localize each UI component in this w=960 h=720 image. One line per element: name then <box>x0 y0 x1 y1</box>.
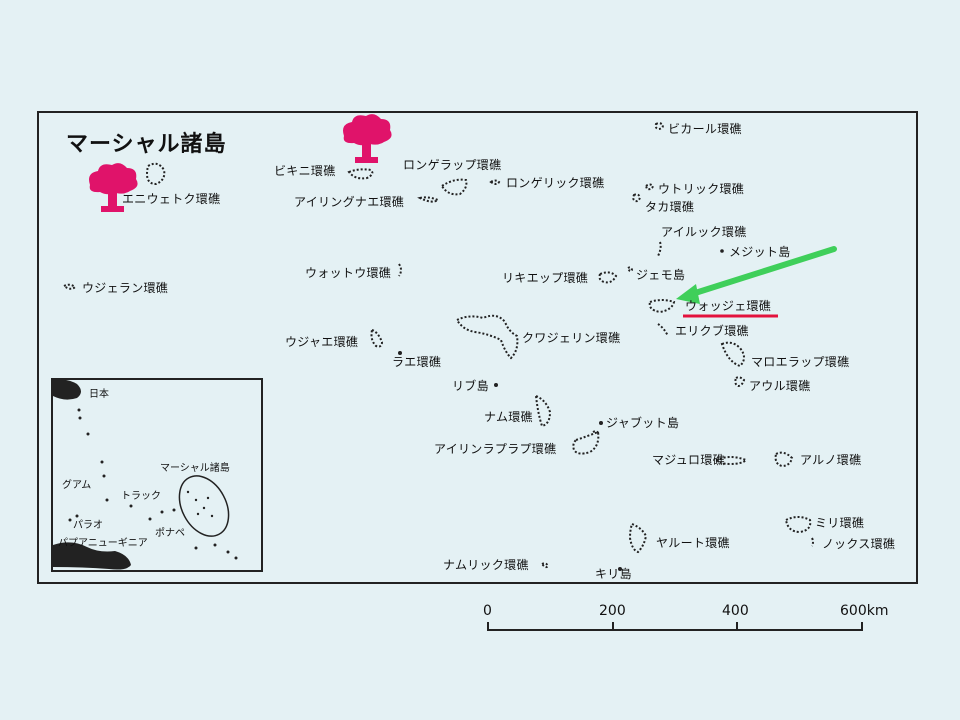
label-kili: キリ島 <box>595 567 632 581</box>
ujelang-outline <box>62 283 77 290</box>
knox-outline <box>811 537 814 547</box>
atoll-outlines <box>62 122 814 569</box>
label-kwajalein: クワジェリン環礁 <box>522 331 621 345</box>
mushroom-cloud-icon <box>343 114 392 163</box>
label-lae: ラエ環礁 <box>392 355 442 369</box>
label-maloelap: マロエラップ環礁 <box>751 355 850 369</box>
inset-land <box>53 379 238 570</box>
label-arno: アルノ環礁 <box>800 453 862 467</box>
scale-label-400: 400 <box>722 603 749 619</box>
arno-outline <box>774 451 794 468</box>
label-ailuk: アイルック環礁 <box>661 225 747 239</box>
enewetak-outline <box>146 162 166 186</box>
label-mejit: メジット島 <box>729 245 791 259</box>
taka-outline <box>632 193 642 203</box>
label-wotje: ウォッジェ環礁 <box>685 299 772 313</box>
inset-label-pohnpei: ポナペ <box>155 528 185 539</box>
inset-label-palau: パラオ <box>73 520 103 531</box>
namu-outline <box>534 394 552 428</box>
jaluit-outline <box>628 522 648 554</box>
ujae-outline <box>370 328 384 348</box>
label-ujae: ウジャエ環礁 <box>285 335 359 349</box>
inset-label-marshall: マーシャル諸島 <box>160 463 230 474</box>
label-jemo: ジェモ島 <box>636 268 686 282</box>
label-wotho: ウォットウ環礁 <box>305 266 392 280</box>
scale-label-200: 200 <box>599 603 626 619</box>
marshall-inset-ellipse <box>178 475 230 537</box>
wotho-outline <box>398 263 402 277</box>
majuro-outline <box>714 456 748 466</box>
label-majuro: マジュロ環礁 <box>652 453 725 467</box>
jemo-outline <box>626 266 634 273</box>
aur-outline <box>734 376 746 388</box>
inset-label-png: パプアニューギニア <box>58 538 148 549</box>
erikub-outline <box>657 323 669 337</box>
label-mili: ミリ環礁 <box>815 516 865 530</box>
inset-map <box>51 378 263 572</box>
label-lib: リブ島 <box>452 379 489 393</box>
ailuk-outline <box>657 241 662 257</box>
inset-label-truk: トラック <box>121 491 161 502</box>
label-taka: タカ環礁 <box>645 200 695 214</box>
utrik-outline <box>644 183 655 191</box>
label-ujelang: ウジェラン環礁 <box>82 281 169 295</box>
scale-bar <box>487 622 863 631</box>
maloelap-outline <box>720 341 745 368</box>
label-rongelap: ロンゲラップ環礁 <box>403 158 502 172</box>
mili-outline <box>784 516 812 534</box>
label-jaluit: ヤルート環礁 <box>656 536 730 550</box>
scale-label-600km: 600km <box>840 603 889 619</box>
likiep-outline <box>598 271 618 284</box>
inset-label-guam: グアム <box>62 480 92 491</box>
island-dots <box>398 249 724 571</box>
label-likiep: リキエップ環礁 <box>502 271 589 285</box>
map-title: マーシャル諸島 <box>66 132 227 157</box>
label-namu: ナム環礁 <box>484 410 533 424</box>
wotje-outline <box>648 299 676 314</box>
label-bikar: ビカール環礁 <box>668 122 742 136</box>
ailinglaplap-outline <box>572 430 600 455</box>
ailinginae-outline <box>417 196 441 203</box>
label-knox: ノックス環礁 <box>822 537 896 551</box>
label-ailinglaplap: アイリンラプラプ環礁 <box>434 442 557 456</box>
label-jabwot: ジャブット島 <box>606 416 680 430</box>
rongerik-outline <box>489 179 501 185</box>
rongelap-outline <box>440 178 468 196</box>
scale-label-0: 0 <box>483 603 492 619</box>
label-erikub: エリクブ環礁 <box>675 324 749 338</box>
label-utrik: ウトリック環礁 <box>658 182 745 196</box>
label-rongerik: ロンゲリック環礁 <box>506 176 605 190</box>
green-arrow-icon <box>676 246 837 304</box>
jabwot-outline <box>592 430 600 435</box>
inset-label-japan: 日本 <box>89 389 109 400</box>
bikar-outline <box>654 122 665 131</box>
label-aur: アウル環礁 <box>749 379 811 393</box>
kwajalein-outline <box>455 314 519 360</box>
label-namorik: ナムリック環礁 <box>443 558 529 572</box>
label-ailinginae: アイリングナエ環礁 <box>294 195 405 209</box>
bikini-outline <box>347 168 374 180</box>
map-frame <box>37 111 918 584</box>
mushroom-cloud-icon <box>89 163 138 212</box>
namorik-outline <box>540 562 550 569</box>
label-enewetak: エニウェトク環礁 <box>122 192 221 206</box>
label-bikini: ビキニ環礁 <box>274 164 336 178</box>
